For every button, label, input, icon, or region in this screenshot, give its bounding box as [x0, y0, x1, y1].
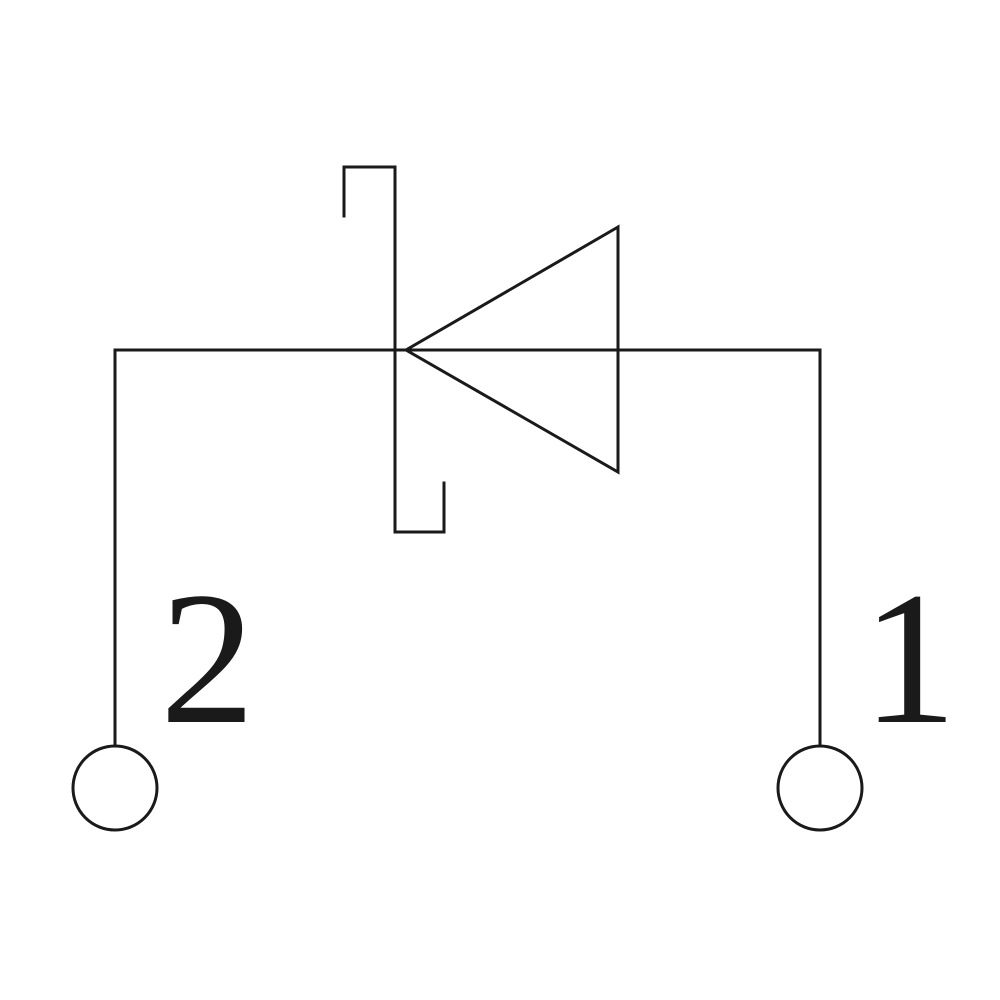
main-wire	[113, 348, 822, 747]
zener-cathode-bar	[342, 165, 446, 534]
terminal-1-circle[interactable]	[776, 744, 864, 832]
diode-triangle	[403, 224, 620, 475]
pin-2-label: 2	[160, 554, 255, 764]
pin-1-label: 1	[862, 554, 957, 764]
terminal-2-circle[interactable]	[71, 744, 159, 832]
